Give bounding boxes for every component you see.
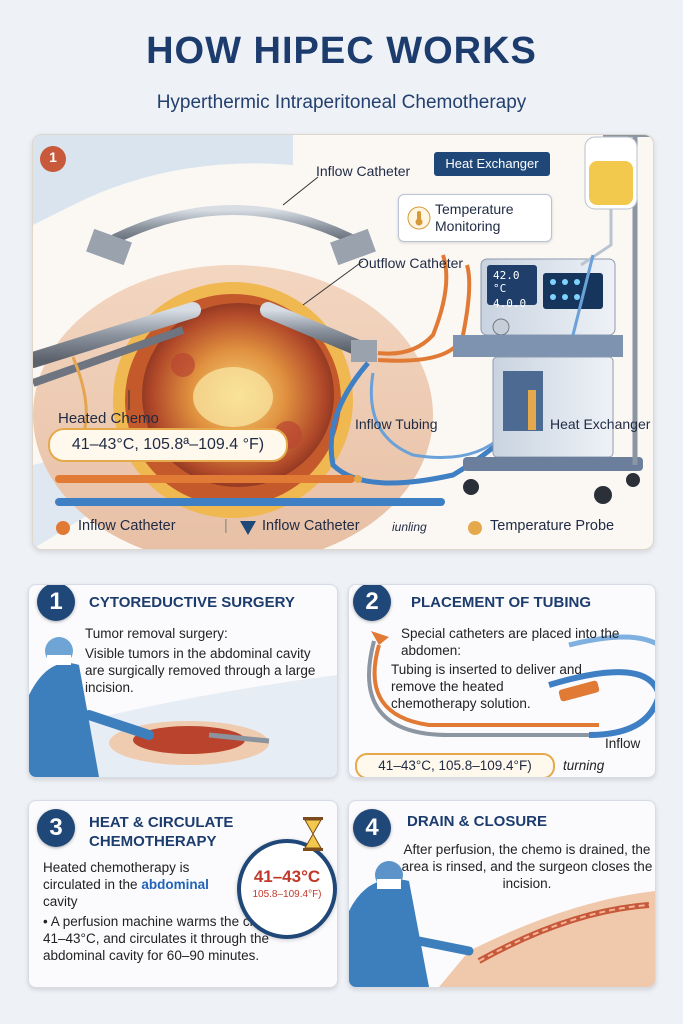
page-subtitle: Hyperthermic Intraperitoneal Chemotherap… [156, 92, 527, 113]
legend-item-extra: iunling [392, 520, 427, 534]
legend-item-inflow-catheter-2: Inflow Catheter [262, 518, 360, 534]
closure-illustration [349, 861, 655, 987]
label-heated-chemo: Heated Chemo [58, 410, 159, 427]
legend-blue-triangle-icon [240, 521, 256, 535]
machine-screen-readout: 42.0 °C 4.0.0 [487, 265, 537, 310]
legend-item-inflow-catheter: Inflow Catheter [78, 518, 176, 534]
step-card-3: 3 HEAT & CIRCULATE CHEMOTHERAPY Heated c… [28, 800, 338, 988]
diagram-legend: Inflow Catheter | Inflow Catheter iunlin… [44, 518, 644, 540]
step-number-4: 4 [353, 809, 391, 847]
step-card-4: 4 DRAIN & CLOSURE After perfusion, the c… [348, 800, 656, 988]
legend-gold-probe-icon [468, 521, 482, 535]
step-card-2: 2 PLACEMENT OF TUBING Special catheters … [348, 584, 656, 778]
label-inflow-catheter: Inflow Catheter [316, 163, 411, 179]
step-intro-3b: cavity [43, 894, 78, 909]
tubing-illustration [367, 631, 655, 738]
step-badge: 1 [49, 149, 57, 165]
step-number-3: 3 [37, 809, 75, 847]
step-turning-label: turning [563, 758, 605, 773]
step-title-3: HEAT & CIRCULATE CHEMOTHERAPY [89, 814, 234, 850]
temp-range-pill: 41–43°C, 105.8ª–109.4 °F) [48, 428, 288, 462]
screen-units: °C [493, 282, 507, 295]
thermometer-icon [407, 206, 431, 230]
screen-top-value: 42.0 [493, 269, 520, 282]
step-number-2: 2 [353, 585, 391, 621]
step-body-3: • A perfusion machine warms the chemo to… [43, 914, 299, 963]
temperature-monitoring-callout: Temperature Monitoring [398, 194, 552, 242]
page-title: HOW HIPEC WORKS [146, 30, 537, 72]
timer-dial [237, 839, 337, 939]
screen-bottom-value: 4.0.0 [493, 297, 527, 310]
hipec-diagram-illustration [33, 135, 653, 549]
step-2-temp-pill: 41–43°C, 105.8–109.4°F) [355, 753, 555, 777]
step-title-1: CYTOREDUCTIVE SURGERY [89, 594, 295, 611]
hipec-diagram-card: 1 42.0 °C 4.0.0 [32, 134, 654, 550]
label-temperature-monitoring: Temperature Monitoring [435, 201, 514, 234]
step-body-2: Tubing is inserted to deliver and remove… [391, 662, 582, 711]
legend-item-temperature-probe: Temperature Probe [490, 518, 615, 534]
step-number-1: 1 [37, 585, 75, 621]
step-card-1: 1 CYTOREDUCTIVE SURGERY Tumor removal su… [28, 584, 338, 778]
timer-main-temp: 41–43°C [253, 867, 321, 886]
step-intro-2: Special catheters are placed into the ab… [401, 626, 620, 658]
timer-sub-temp: 105.8–109.4°F) [252, 889, 322, 900]
step-title-2: PLACEMENT OF TUBING [411, 594, 591, 611]
label-heat-exchanger-top: Heat Exchanger [434, 152, 550, 176]
step-body-1: Visible tumors in the abdominal cavity a… [85, 646, 316, 695]
step-intro-1: Tumor removal surgery: [85, 626, 228, 641]
step-title-4: DRAIN & CLOSURE [407, 813, 548, 830]
legend-orange-marker-icon [56, 521, 70, 535]
legend-separator: | [224, 518, 228, 534]
label-outflow-catheter: Outflow Catheter [358, 255, 464, 271]
step-intro-3a: Heated chemotherapy is circulated in the [43, 860, 190, 892]
step-intro-3: Heated chemotherapy is circulated in the… [43, 859, 243, 910]
step-inflow-label: Inflow [605, 736, 641, 751]
step-body-4: After perfusion, the chemo is drained, t… [401, 842, 653, 891]
label-inflow-tubing: Inflow Tubing [355, 416, 438, 432]
surgery-illustration [29, 637, 337, 777]
label-heat-exchanger-side: Heat Exchanger [550, 416, 651, 432]
hourglass-icon [301, 817, 325, 851]
step-intro-3-highlight: abdominal [141, 877, 209, 892]
